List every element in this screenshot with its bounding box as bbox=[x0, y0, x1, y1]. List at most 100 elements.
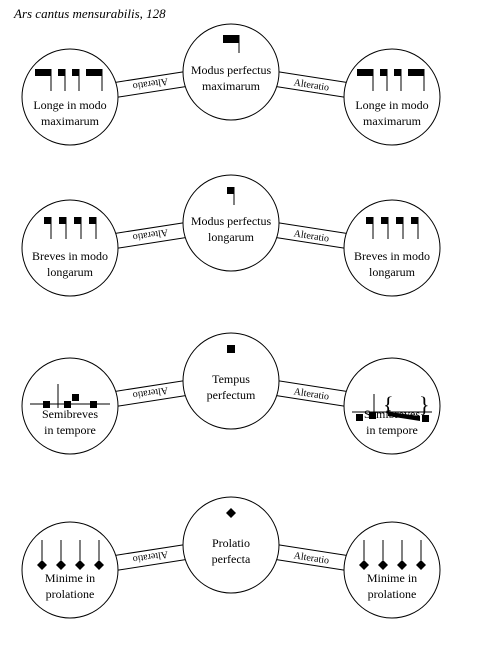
longa-note bbox=[59, 217, 66, 224]
longa-note bbox=[396, 217, 403, 224]
longa-note bbox=[89, 217, 96, 224]
circle-label-line: Semibreves bbox=[42, 407, 98, 421]
circle-label-line: Modus perfectus bbox=[191, 63, 272, 77]
circle-label-line: maximarum bbox=[41, 114, 100, 128]
longa-note bbox=[58, 69, 65, 76]
longa-note bbox=[44, 217, 51, 224]
brevis-note bbox=[90, 401, 97, 408]
circle-label-line: in tempore bbox=[366, 423, 418, 437]
circle-outline bbox=[343, 357, 441, 455]
circle-label-line: Prolatio bbox=[212, 536, 250, 550]
caption: Ars cantus mensurabilis, 128 bbox=[14, 6, 166, 21]
circle-label-line: maximarum bbox=[363, 114, 422, 128]
band-edge bbox=[273, 558, 348, 572]
minim-note bbox=[397, 560, 407, 570]
band-edge bbox=[112, 70, 187, 84]
circle-outline bbox=[343, 521, 441, 619]
brevis-note bbox=[64, 401, 71, 408]
band-edge bbox=[273, 236, 348, 250]
band-edge bbox=[273, 85, 348, 99]
brevis-note bbox=[356, 414, 363, 421]
circle-right: Minime in prolatione bbox=[343, 521, 441, 619]
band-edge bbox=[275, 543, 350, 557]
band-edge bbox=[112, 379, 187, 393]
circle-label-line: longarum bbox=[208, 230, 255, 244]
band-label-right: Alteratio bbox=[293, 386, 330, 402]
circle-label-line: prolatione bbox=[368, 587, 417, 601]
circle-label-line: Tempus bbox=[212, 372, 250, 386]
alteratio-band-left: Alteratio bbox=[112, 70, 189, 99]
band-edge bbox=[275, 70, 350, 84]
circle-outline bbox=[343, 199, 441, 297]
longa-note bbox=[380, 69, 387, 76]
longa-note bbox=[411, 217, 418, 224]
circle-label-line: Modus perfectus bbox=[191, 214, 272, 228]
alteratio-band-right: Alteratio bbox=[273, 221, 350, 250]
circle-label-line: Breves in modo bbox=[354, 249, 430, 263]
circle-right: {}Semibreves in tempore bbox=[343, 357, 441, 455]
circle-label-line: Semibreves bbox=[364, 407, 420, 421]
band-label-left: Alteratio bbox=[132, 384, 169, 400]
band-edge bbox=[114, 394, 189, 408]
alteratio-band-left: Alteratio bbox=[112, 543, 189, 572]
brevis-note bbox=[422, 415, 429, 422]
circle-right: Longe in modo maximarum bbox=[343, 48, 441, 146]
longa-note bbox=[366, 217, 373, 224]
circle-left: Breves in modo longarum bbox=[21, 199, 119, 297]
circle-outline bbox=[182, 332, 280, 430]
brevis-note bbox=[369, 412, 376, 419]
circle-left: Semibreves in tempore bbox=[21, 357, 119, 455]
brace-left: { bbox=[383, 392, 394, 417]
circle-outline bbox=[21, 199, 119, 297]
band-edge bbox=[112, 221, 187, 235]
circle-label-line: perfecta bbox=[212, 552, 251, 566]
band-label-right: Alteratio bbox=[293, 77, 330, 93]
maxima-note bbox=[86, 69, 102, 76]
circle-outline bbox=[182, 23, 280, 121]
circle-label-line: longarum bbox=[47, 265, 94, 279]
brace-right: } bbox=[419, 392, 430, 417]
circle-left: Longe in modo maximarum bbox=[21, 48, 119, 146]
semibrevis-note bbox=[226, 508, 236, 518]
circle-outline bbox=[343, 48, 441, 146]
band-label-left: Alteratio bbox=[132, 75, 169, 91]
circle-label-line: perfectum bbox=[207, 388, 256, 402]
maxima-note bbox=[408, 69, 424, 76]
ligature bbox=[388, 412, 420, 421]
circle-center: Prolatio perfecta bbox=[182, 496, 280, 594]
alteratio-band-right: Alteratio bbox=[273, 543, 350, 572]
maxima-note bbox=[223, 35, 239, 43]
circle-outline bbox=[21, 521, 119, 619]
band-label-right: Alteratio bbox=[293, 228, 330, 244]
circle-label-line: Minime in bbox=[45, 571, 95, 585]
band-edge bbox=[114, 85, 189, 99]
alteratio-band-left: Alteratio bbox=[112, 221, 189, 250]
minim-note bbox=[378, 560, 388, 570]
maxima-note bbox=[35, 69, 51, 76]
minim-note bbox=[359, 560, 369, 570]
circle-label-line: prolatione bbox=[46, 587, 95, 601]
brevis-note bbox=[227, 345, 235, 353]
circle-label-line: Breves in modo bbox=[32, 249, 108, 263]
circle-label-line: Longe in modo bbox=[355, 98, 428, 112]
band-edge bbox=[112, 543, 187, 557]
minim-note bbox=[56, 560, 66, 570]
circle-center: Tempus perfectum bbox=[182, 332, 280, 430]
band-edge bbox=[114, 558, 189, 572]
circle-label-line: Minime in bbox=[367, 571, 417, 585]
circle-outline bbox=[21, 48, 119, 146]
band-edge bbox=[275, 221, 350, 235]
circle-label-line: Longe in modo bbox=[33, 98, 106, 112]
alteratio-band-right: Alteratio bbox=[273, 70, 350, 99]
circle-label-line: in tempore bbox=[44, 423, 96, 437]
minim-note bbox=[75, 560, 85, 570]
circle-center: Modus perfectus longarum bbox=[182, 174, 280, 272]
longa-note bbox=[381, 217, 388, 224]
minim-note bbox=[416, 560, 426, 570]
